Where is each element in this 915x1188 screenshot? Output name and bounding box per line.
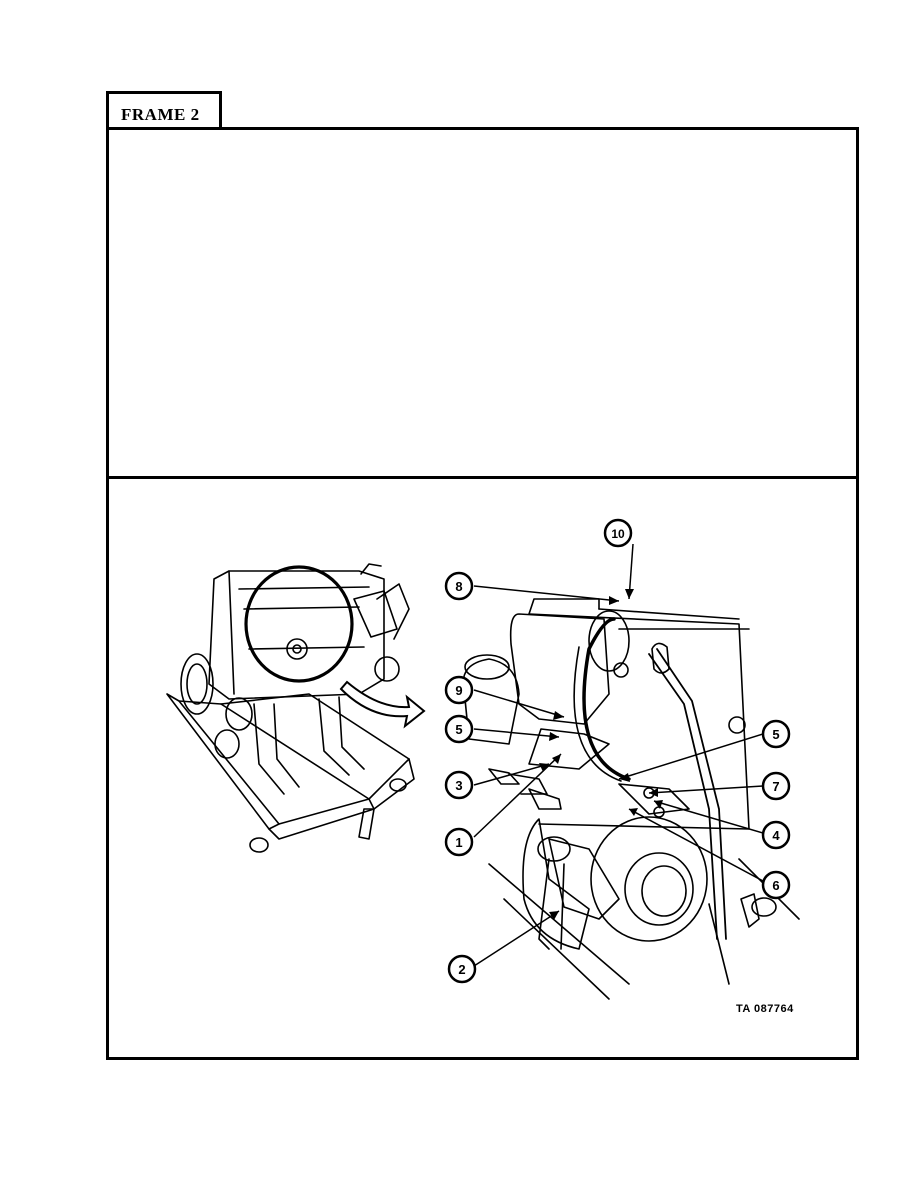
- engine-overview: [166, 563, 415, 853]
- instructions-area: [110, 131, 855, 475]
- callout-5-right: 5: [761, 719, 791, 749]
- callout-9: 9: [444, 675, 474, 705]
- svg-text:9: 9: [455, 683, 462, 698]
- callout-7: 7: [761, 771, 791, 801]
- callout-2: 2: [447, 954, 477, 984]
- svg-text:1: 1: [455, 835, 462, 850]
- frame-tab: FRAME 2: [106, 91, 222, 129]
- detail-arrow: [339, 680, 426, 729]
- figure-code: TA 087764: [736, 1003, 794, 1015]
- frame-label: FRAME 2: [121, 105, 200, 124]
- svg-text:10: 10: [611, 527, 625, 541]
- engine-illustration: 10 8 9 5 3 1 2 5 7 4 6: [166, 518, 800, 1000]
- svg-text:5: 5: [455, 722, 462, 737]
- callout-8: 8: [444, 571, 474, 601]
- svg-text:4: 4: [772, 828, 780, 843]
- callout-arrowheads: [539, 589, 663, 920]
- svg-text:7: 7: [772, 779, 779, 794]
- svg-text:2: 2: [458, 962, 465, 977]
- svg-text:6: 6: [772, 878, 779, 893]
- section-divider: [106, 476, 859, 479]
- svg-text:8: 8: [455, 579, 462, 594]
- callout-10: 10: [603, 518, 633, 548]
- callout-3: 3: [444, 770, 474, 800]
- frame-border: [106, 127, 859, 1060]
- callout-4: 4: [761, 820, 791, 850]
- callout-1: 1: [444, 827, 474, 857]
- engine-detail: [462, 598, 800, 1000]
- svg-text:3: 3: [455, 778, 462, 793]
- svg-text:5: 5: [772, 727, 779, 742]
- callout-5-left: 5: [444, 714, 474, 744]
- callout-6: 6: [761, 870, 791, 900]
- callout-leaders: [473, 543, 764, 967]
